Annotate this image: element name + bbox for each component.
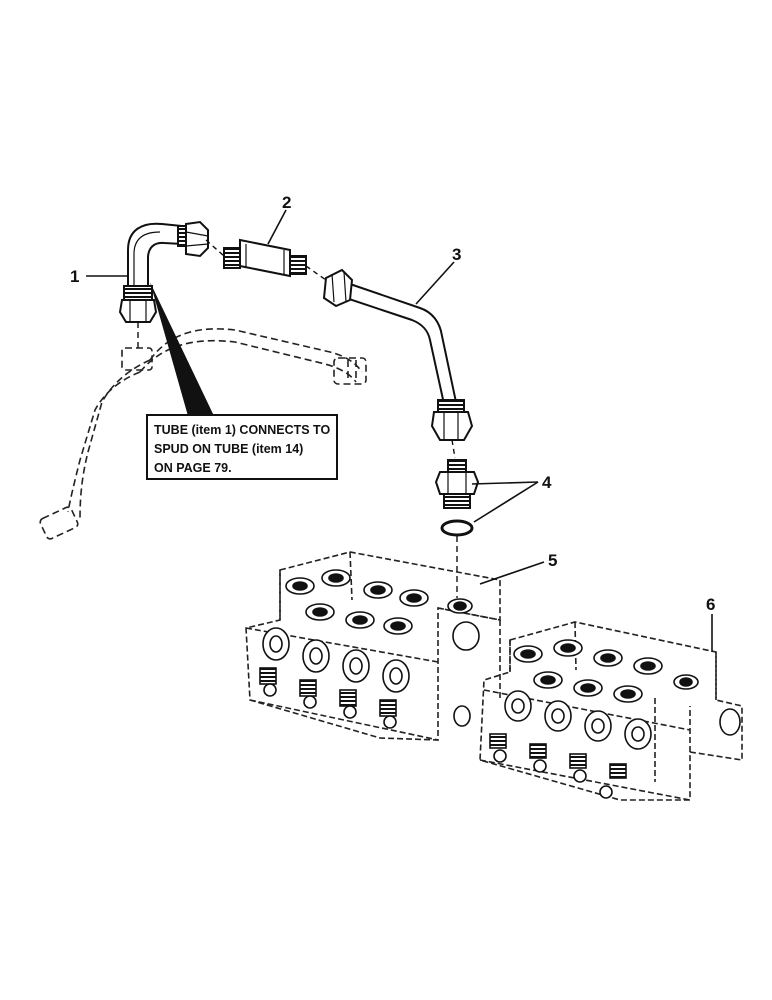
tube-item-3	[322, 268, 474, 441]
callout-3: 3	[452, 245, 461, 264]
adapter-item-4	[434, 459, 480, 509]
elbow-tube-item-1	[118, 220, 209, 323]
callout-leaders	[86, 209, 713, 652]
o-ring-item-4	[440, 519, 474, 537]
union-fitting-item-2	[223, 238, 307, 278]
note-line: TUBE (item 1) CONNECTS TO	[154, 423, 331, 437]
callout-2: 2	[282, 193, 291, 212]
note-line: SPUD ON TUBE (item 14)	[154, 442, 304, 456]
callout-5: 5	[548, 551, 557, 570]
note-leader-arrow	[150, 282, 214, 416]
tube-connection-note: TUBE (item 1) CONNECTS TO SPUD ON TUBE (…	[146, 414, 338, 480]
valve-bank-item-6	[479, 621, 743, 801]
valve-bank-item-5-ports	[259, 569, 480, 729]
callout-6: 6	[706, 595, 715, 614]
callout-1: 1	[70, 267, 79, 286]
note-line: ON PAGE 79.	[154, 461, 232, 475]
callout-4: 4	[542, 473, 552, 492]
valve-bank-item-6-ports	[453, 639, 741, 799]
